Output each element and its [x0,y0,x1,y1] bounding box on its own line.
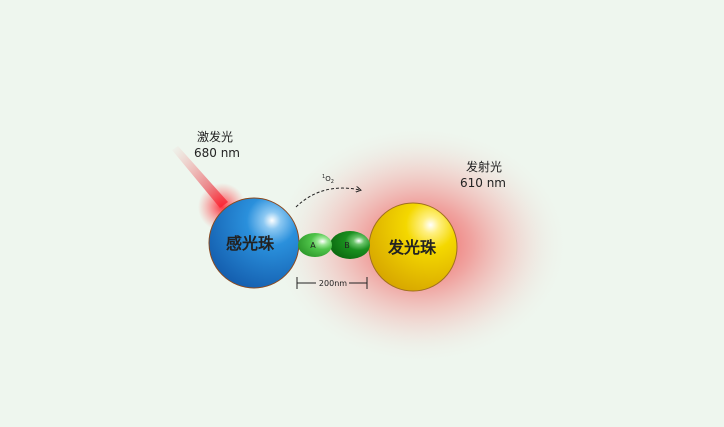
singlet-oxygen-base: O [325,175,331,183]
acceptor-bead: 发光珠 [368,202,458,292]
molecule-a-label: A [310,241,316,250]
donor-bead: 感光珠 [208,197,300,289]
emission-label: 发射光 [466,159,502,174]
molecule-b: B [330,231,370,259]
excitation-wavelength: 680 nm [194,146,240,160]
singlet-oxygen-arrow [295,188,360,208]
donor-bead-label: 感光珠 [226,234,275,253]
distance-bracket [296,277,368,289]
distance-label: 200nm [319,279,347,288]
excitation-label: 激发光 [197,129,233,144]
molecule-a: A [298,233,332,257]
molecule-b-label: B [344,241,350,250]
singlet-oxygen-subscript: 2 [331,179,334,185]
singlet-oxygen-label: 1O2 [322,174,334,185]
emission-wavelength: 610 nm [460,176,506,190]
singlet-oxygen-superscript: 1 [322,174,325,180]
acceptor-bead-label: 发光珠 [387,238,437,257]
